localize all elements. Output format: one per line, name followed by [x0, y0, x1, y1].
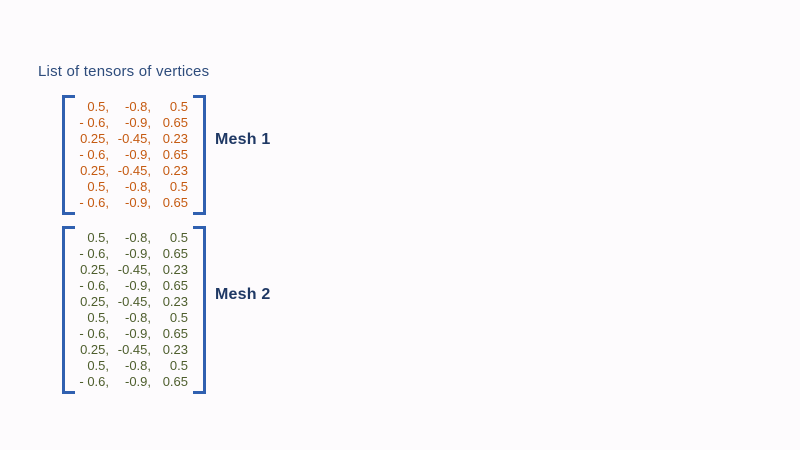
matrix-cell: 0.25,: [80, 163, 109, 178]
matrix-cell: - 0.6,: [79, 115, 109, 130]
matrix-cell: -0.9,: [124, 326, 151, 341]
matrix-cell: 0.25,: [80, 294, 109, 309]
mesh1-block: 0.5, -0.8, 0.5 - 0.6, -0.9, 0.65 0.25, -0.45, 0.…: [62, 95, 270, 215]
left-bracket: [62, 226, 75, 394]
matrix-cell: 0.23: [162, 262, 188, 277]
right-bracket: [193, 95, 206, 215]
mesh1-matrix: 0.5, -0.8, 0.5 - 0.6, -0.9, 0.65 0.25, -0.45, 0.…: [62, 95, 206, 215]
matrix-cell: 0.23: [162, 342, 188, 357]
matrix-cell: - 0.6,: [79, 278, 109, 293]
matrix-cell: -0.45,: [117, 131, 151, 146]
matrix-cell: -0.45,: [117, 342, 151, 357]
matrix-cell: -0.8,: [124, 358, 151, 373]
matrix-cell: 0.25,: [80, 262, 109, 277]
matrix-cell: -0.9,: [124, 147, 151, 162]
matrix-cell: 0.25,: [80, 342, 109, 357]
matrix-cell: 0.65: [162, 147, 188, 162]
matrix-cell: 0.5,: [87, 230, 109, 245]
mesh2-values: 0.5, -0.8, 0.5 - 0.6, -0.9, 0.65 0.25, -0.45, 0.…: [75, 226, 193, 394]
matrix-cell: - 0.6,: [79, 246, 109, 261]
mesh1-values: 0.5, -0.8, 0.5 - 0.6, -0.9, 0.65 0.25, -0.45, 0.…: [75, 95, 193, 215]
matrix-cell: 0.5: [169, 99, 188, 114]
matrix-cell: -0.8,: [124, 179, 151, 194]
matrix-cell: -0.45,: [117, 262, 151, 277]
matrix-cell: -0.9,: [124, 195, 151, 210]
matrix-cell: -0.8,: [124, 99, 151, 114]
matrix-cell: -0.45,: [117, 163, 151, 178]
mesh1-label: Mesh 1: [215, 131, 271, 148]
matrix-cell: 0.25,: [80, 131, 109, 146]
matrix-cell: - 0.6,: [79, 374, 109, 389]
matrix-cell: - 0.6,: [79, 147, 109, 162]
matrix-cell: 0.5: [169, 230, 188, 245]
matrix-cell: 0.65: [162, 278, 188, 293]
matrix-cell: 0.65: [162, 115, 188, 130]
matrix-cell: 0.5: [169, 358, 188, 373]
matrix-cell: 0.65: [162, 246, 188, 261]
matrix-cell: 0.5: [169, 179, 188, 194]
page-title: List of tensors of vertices: [38, 63, 210, 80]
matrix-cell: 0.23: [162, 163, 188, 178]
matrix-cell: 0.5,: [87, 99, 109, 114]
right-bracket: [193, 226, 206, 394]
matrix-cell: -0.9,: [124, 115, 151, 130]
matrix-cell: - 0.6,: [79, 195, 109, 210]
matrix-cell: 0.65: [162, 195, 188, 210]
matrix-cell: -0.8,: [124, 310, 151, 325]
matrix-cell: 0.65: [162, 374, 188, 389]
mesh2-block: 0.5, -0.8, 0.5 - 0.6, -0.9, 0.65 0.25, -0.45, 0.…: [62, 226, 270, 394]
matrix-cell: -0.9,: [124, 374, 151, 389]
matrix-cell: 0.5,: [87, 358, 109, 373]
matrix-cell: 0.5,: [87, 179, 109, 194]
matrix-cell: -0.8,: [124, 230, 151, 245]
matrix-cell: -0.45,: [117, 294, 151, 309]
matrix-cell: 0.5,: [87, 310, 109, 325]
mesh2-label: Mesh 2: [215, 286, 271, 303]
matrix-cell: - 0.6,: [79, 326, 109, 341]
matrix-cell: 0.65: [162, 326, 188, 341]
matrix-cell: 0.23: [162, 294, 188, 309]
matrix-cell: 0.23: [162, 131, 188, 146]
mesh2-matrix: 0.5, -0.8, 0.5 - 0.6, -0.9, 0.65 0.25, -0.45, 0.…: [62, 226, 206, 394]
left-bracket: [62, 95, 75, 215]
matrix-cell: -0.9,: [124, 278, 151, 293]
matrix-cell: -0.9,: [124, 246, 151, 261]
matrix-cell: 0.5: [169, 310, 188, 325]
